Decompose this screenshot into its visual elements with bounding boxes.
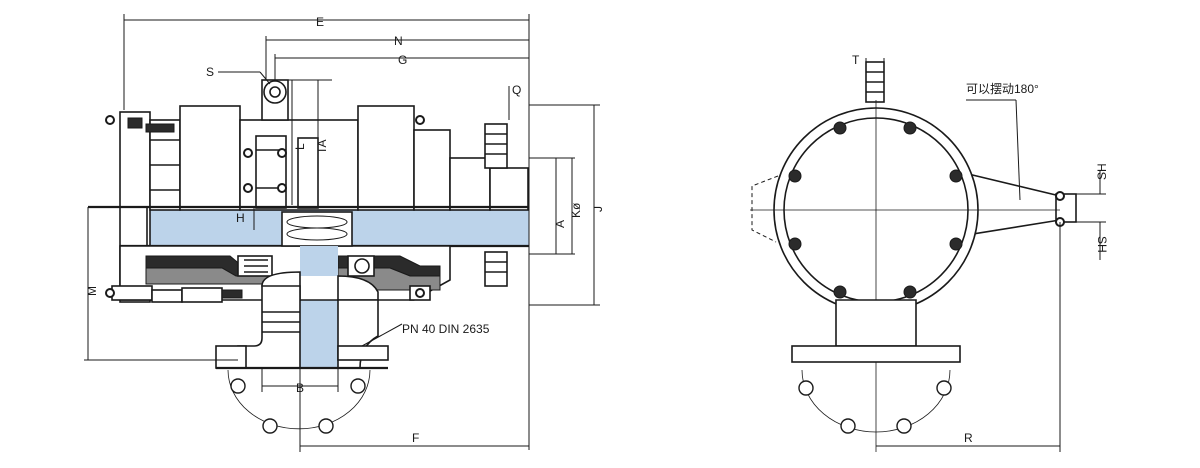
dimension-S: S xyxy=(206,65,214,79)
swing-note: 可以摆动180° xyxy=(966,82,1039,96)
side-dimensions: E N G S Q L TA H xyxy=(84,14,605,452)
dimension-KR: Kø xyxy=(569,202,583,218)
lower-flange xyxy=(791,345,961,363)
dimension-N: N xyxy=(394,34,403,48)
side-section-view: E N G S Q L TA H xyxy=(84,14,605,452)
dimension-SH-bottom: SH xyxy=(1095,236,1109,253)
dimension-R: R xyxy=(964,431,973,445)
lifting-eye xyxy=(261,79,289,121)
left-stub-hidden xyxy=(751,175,779,243)
front-view: T 可以摆动18 xyxy=(750,53,1109,452)
lower-neck xyxy=(835,299,917,347)
dimension-T: T xyxy=(852,53,860,67)
dimension-Q: Q xyxy=(512,83,521,97)
dimension-TA: TA xyxy=(315,140,329,154)
dimension-G: G xyxy=(398,53,407,67)
lower-bolts xyxy=(105,115,431,303)
center-seal xyxy=(281,211,353,276)
dimension-E: E xyxy=(316,15,324,29)
outlet-elbow xyxy=(215,271,389,370)
stem-assembly xyxy=(243,135,319,209)
dimension-H: H xyxy=(236,211,245,225)
dimension-J: J xyxy=(591,206,605,212)
dimension-F: F xyxy=(412,431,419,445)
housing-bolts xyxy=(788,121,963,299)
dimension-L: L xyxy=(293,143,307,150)
dimension-M: M xyxy=(85,286,99,296)
bottom-flange-bolt-circle xyxy=(227,369,371,434)
dimension-SH-top: SH xyxy=(1095,163,1109,180)
dimension-A: A xyxy=(553,220,567,228)
flange-standard-label: PN 40 DIN 2635 xyxy=(402,322,490,336)
